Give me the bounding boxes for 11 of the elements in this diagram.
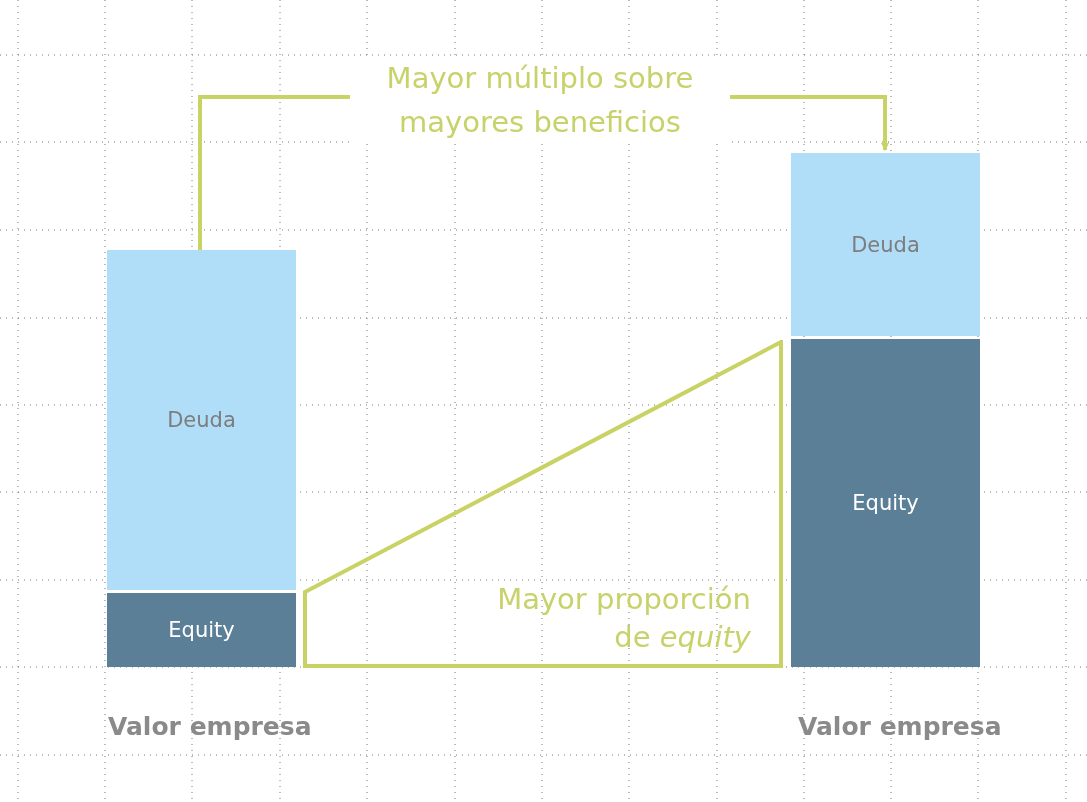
bar-segment [107,593,296,667]
bar-segment [791,153,980,336]
bar-segment [791,339,980,667]
axis-label: Valor empresa [108,712,312,741]
triangle-label: Mayor proporción de equity [496,581,751,656]
segment-label: Equity [168,618,235,642]
segment-label: Deuda [167,408,236,432]
bar-segment [107,250,296,590]
axis-label: Valor empresa [798,712,1002,741]
segment-label: Deuda [851,232,920,257]
segment-label: Equity [852,491,919,515]
